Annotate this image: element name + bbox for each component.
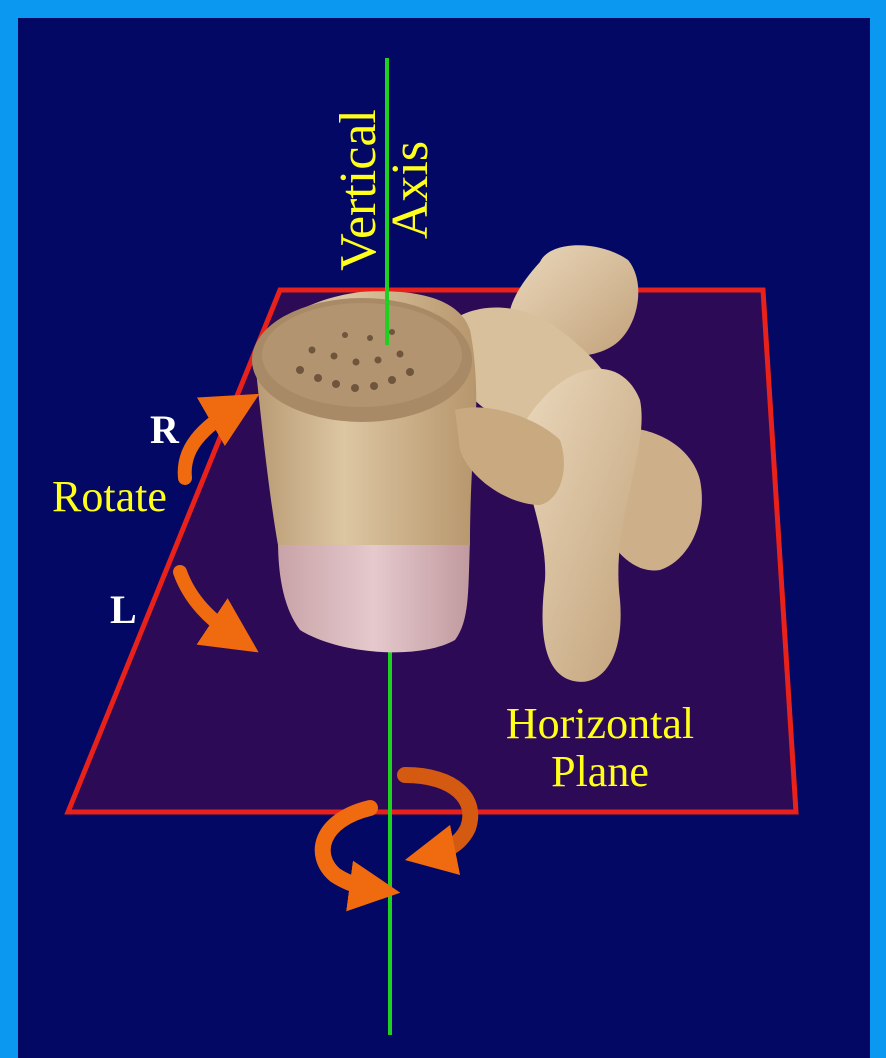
rotate-label: Rotate xyxy=(52,475,167,519)
horizontal-plane-label-line2: Plane xyxy=(470,748,730,796)
left-label: L xyxy=(110,590,137,630)
horizontal-plane-label: Horizontal Plane xyxy=(470,700,730,796)
vertical-axis-label-line1: Vertical xyxy=(333,109,385,271)
vertical-axis-label-line2: Axis xyxy=(385,109,437,271)
horizontal-plane-label-line1: Horizontal xyxy=(470,700,730,748)
right-label: R xyxy=(150,410,179,450)
vertical-axis-label: Vertical Axis xyxy=(330,90,440,290)
axis-rotation-arrow-left xyxy=(323,808,380,890)
